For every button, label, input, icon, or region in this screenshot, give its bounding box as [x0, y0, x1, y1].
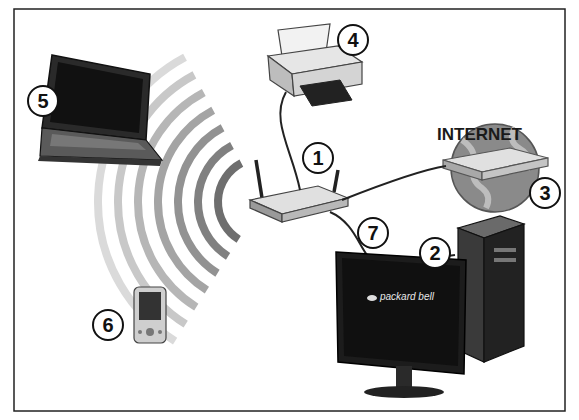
- laptop: [38, 55, 162, 166]
- brand-logo: packard bell: [380, 292, 434, 302]
- callout-text: 6: [102, 315, 113, 335]
- wave-arc: [158, 110, 213, 290]
- internet-label: INTERNET: [437, 126, 522, 143]
- callout-number: 7: [357, 217, 389, 249]
- printer-cable: [280, 92, 300, 190]
- callout-number: 6: [92, 309, 124, 341]
- wave-arc: [218, 163, 241, 239]
- printer: [268, 24, 362, 106]
- callout-text: 1: [312, 148, 323, 168]
- callout-number: 5: [27, 85, 59, 117]
- callout-number: 4: [337, 24, 369, 56]
- wave-arc: [198, 145, 232, 256]
- callout-text: 2: [429, 243, 440, 263]
- callout-text: 4: [347, 30, 358, 50]
- pda: [134, 287, 166, 343]
- callout-number: 1: [302, 142, 334, 174]
- callout-number: 2: [419, 237, 451, 269]
- frame: [14, 9, 565, 411]
- internet-cable: [342, 166, 446, 200]
- logo-mark: [367, 295, 377, 301]
- wave-arc: [178, 128, 223, 273]
- pc-tower: [458, 216, 524, 362]
- callout-text: 7: [367, 223, 378, 243]
- callout-text: 3: [539, 183, 550, 203]
- wave-arc: [138, 93, 204, 308]
- monitor: [336, 252, 466, 398]
- callout-number: 3: [529, 177, 561, 209]
- callout-text: 5: [37, 91, 48, 111]
